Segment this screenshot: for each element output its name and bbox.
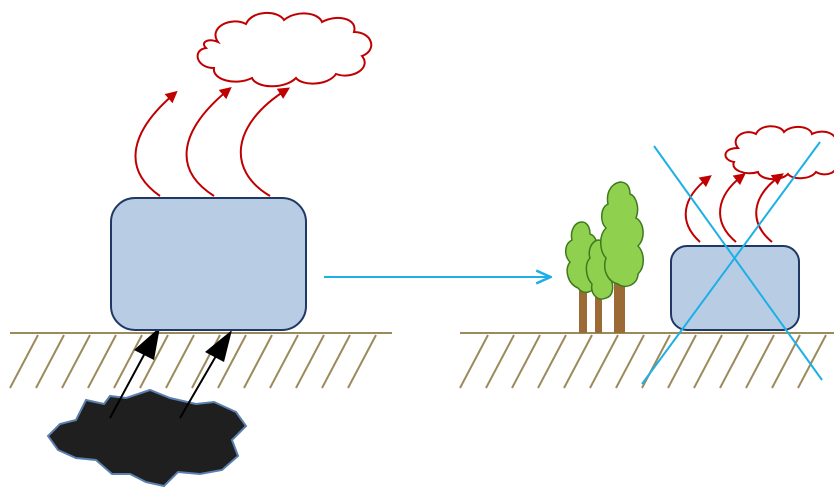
emission-arrows (135, 90, 286, 196)
emission-arrow (135, 94, 174, 196)
emission-arrow (187, 90, 228, 196)
tree-icon (566, 182, 644, 333)
emission-arrow (686, 178, 708, 242)
fossil-deposit-icon (48, 390, 246, 486)
ground-right (460, 333, 834, 388)
emission-arrow (720, 176, 742, 242)
emission-arrow (756, 176, 780, 242)
cloud-icon (725, 126, 834, 179)
emission-arrow (241, 90, 286, 196)
cloud-icon (198, 13, 372, 86)
scene-after (460, 126, 834, 388)
ground-left (10, 333, 392, 388)
facility-box (111, 198, 306, 330)
scene-before (10, 13, 392, 486)
